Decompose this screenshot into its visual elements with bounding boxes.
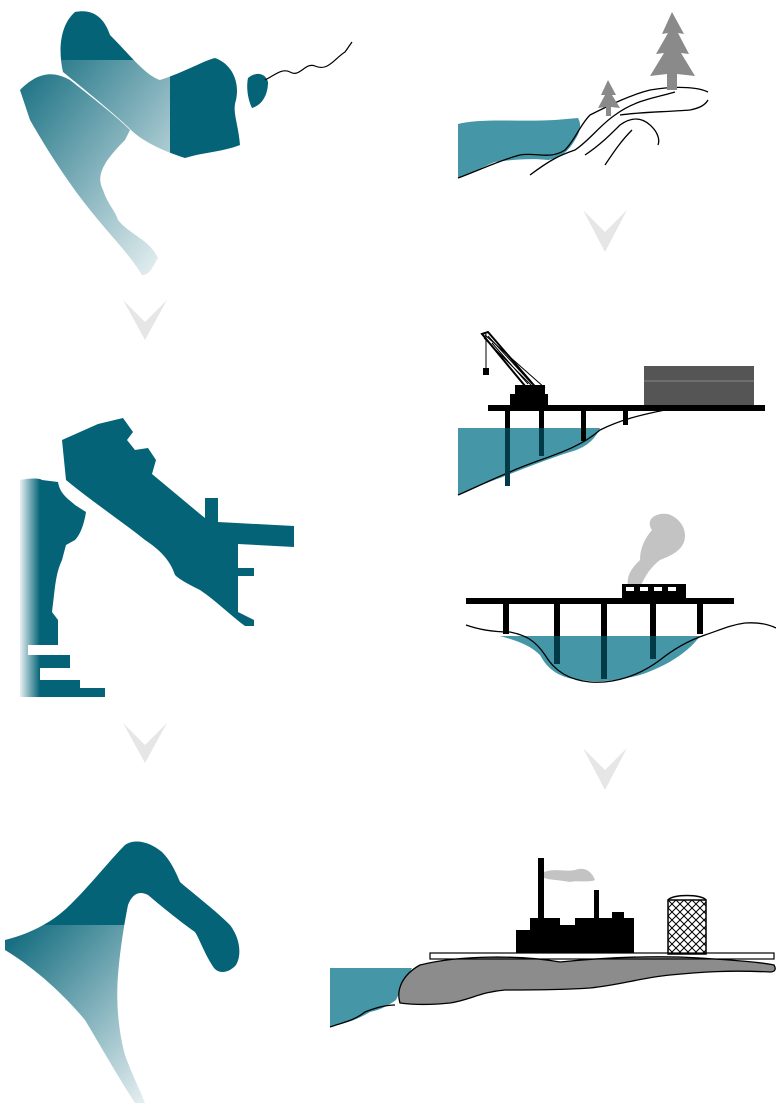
crane-icon bbox=[482, 332, 548, 405]
down-arrow-icon bbox=[123, 723, 167, 763]
down-arrow-icon bbox=[123, 300, 167, 340]
tree-icon bbox=[650, 12, 695, 90]
down-arrow-icon bbox=[583, 748, 627, 790]
crane-pier bbox=[458, 332, 765, 495]
down-arrow-icon bbox=[583, 210, 627, 252]
filled-industrial-land bbox=[330, 858, 775, 1027]
railway-trestle bbox=[466, 514, 776, 683]
gas-holder-icon bbox=[668, 896, 706, 955]
coastline-original bbox=[0, 11, 352, 280]
smokestack-icon bbox=[516, 858, 634, 953]
tree-icon bbox=[598, 80, 620, 116]
natural-shore bbox=[458, 12, 708, 178]
smoke-plume bbox=[628, 514, 685, 588]
shipping-container-icon bbox=[644, 366, 754, 405]
train-icon bbox=[622, 584, 686, 598]
coastline-reclaimed bbox=[18, 418, 294, 700]
coastline-present bbox=[0, 841, 239, 1103]
